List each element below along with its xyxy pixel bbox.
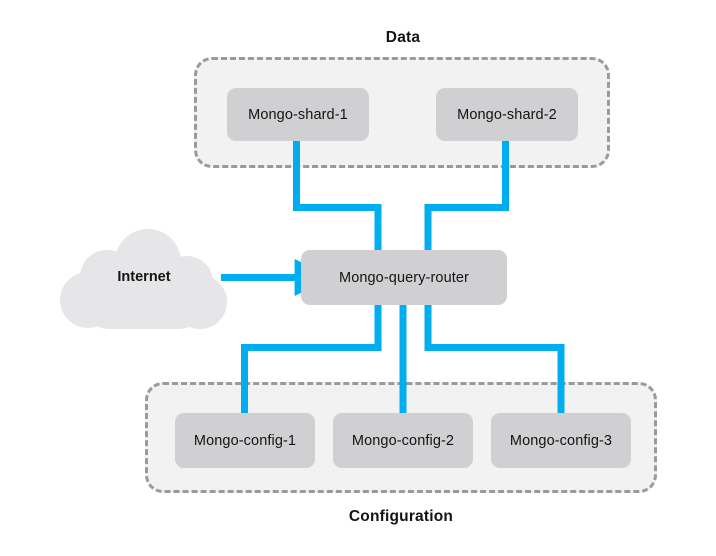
- node-mongo-shard-1[interactable]: Mongo-shard-1: [227, 88, 369, 141]
- cloud-shape-icon: [60, 229, 227, 329]
- node-mongo-query-router[interactable]: Mongo-query-router: [301, 250, 507, 305]
- cloud-internet[interactable]: Internet: [60, 229, 228, 329]
- group-caption-data: Data: [385, 29, 421, 46]
- node-mongo-config-2[interactable]: Mongo-config-2: [333, 413, 473, 468]
- group-caption-configuration: Configuration: [348, 508, 454, 525]
- node-mongo-config-3[interactable]: Mongo-config-3: [491, 413, 631, 468]
- cloud-label-internet: Internet: [117, 269, 171, 285]
- node-mongo-config-1[interactable]: Mongo-config-1: [175, 413, 315, 468]
- node-mongo-shard-2[interactable]: Mongo-shard-2: [436, 88, 578, 141]
